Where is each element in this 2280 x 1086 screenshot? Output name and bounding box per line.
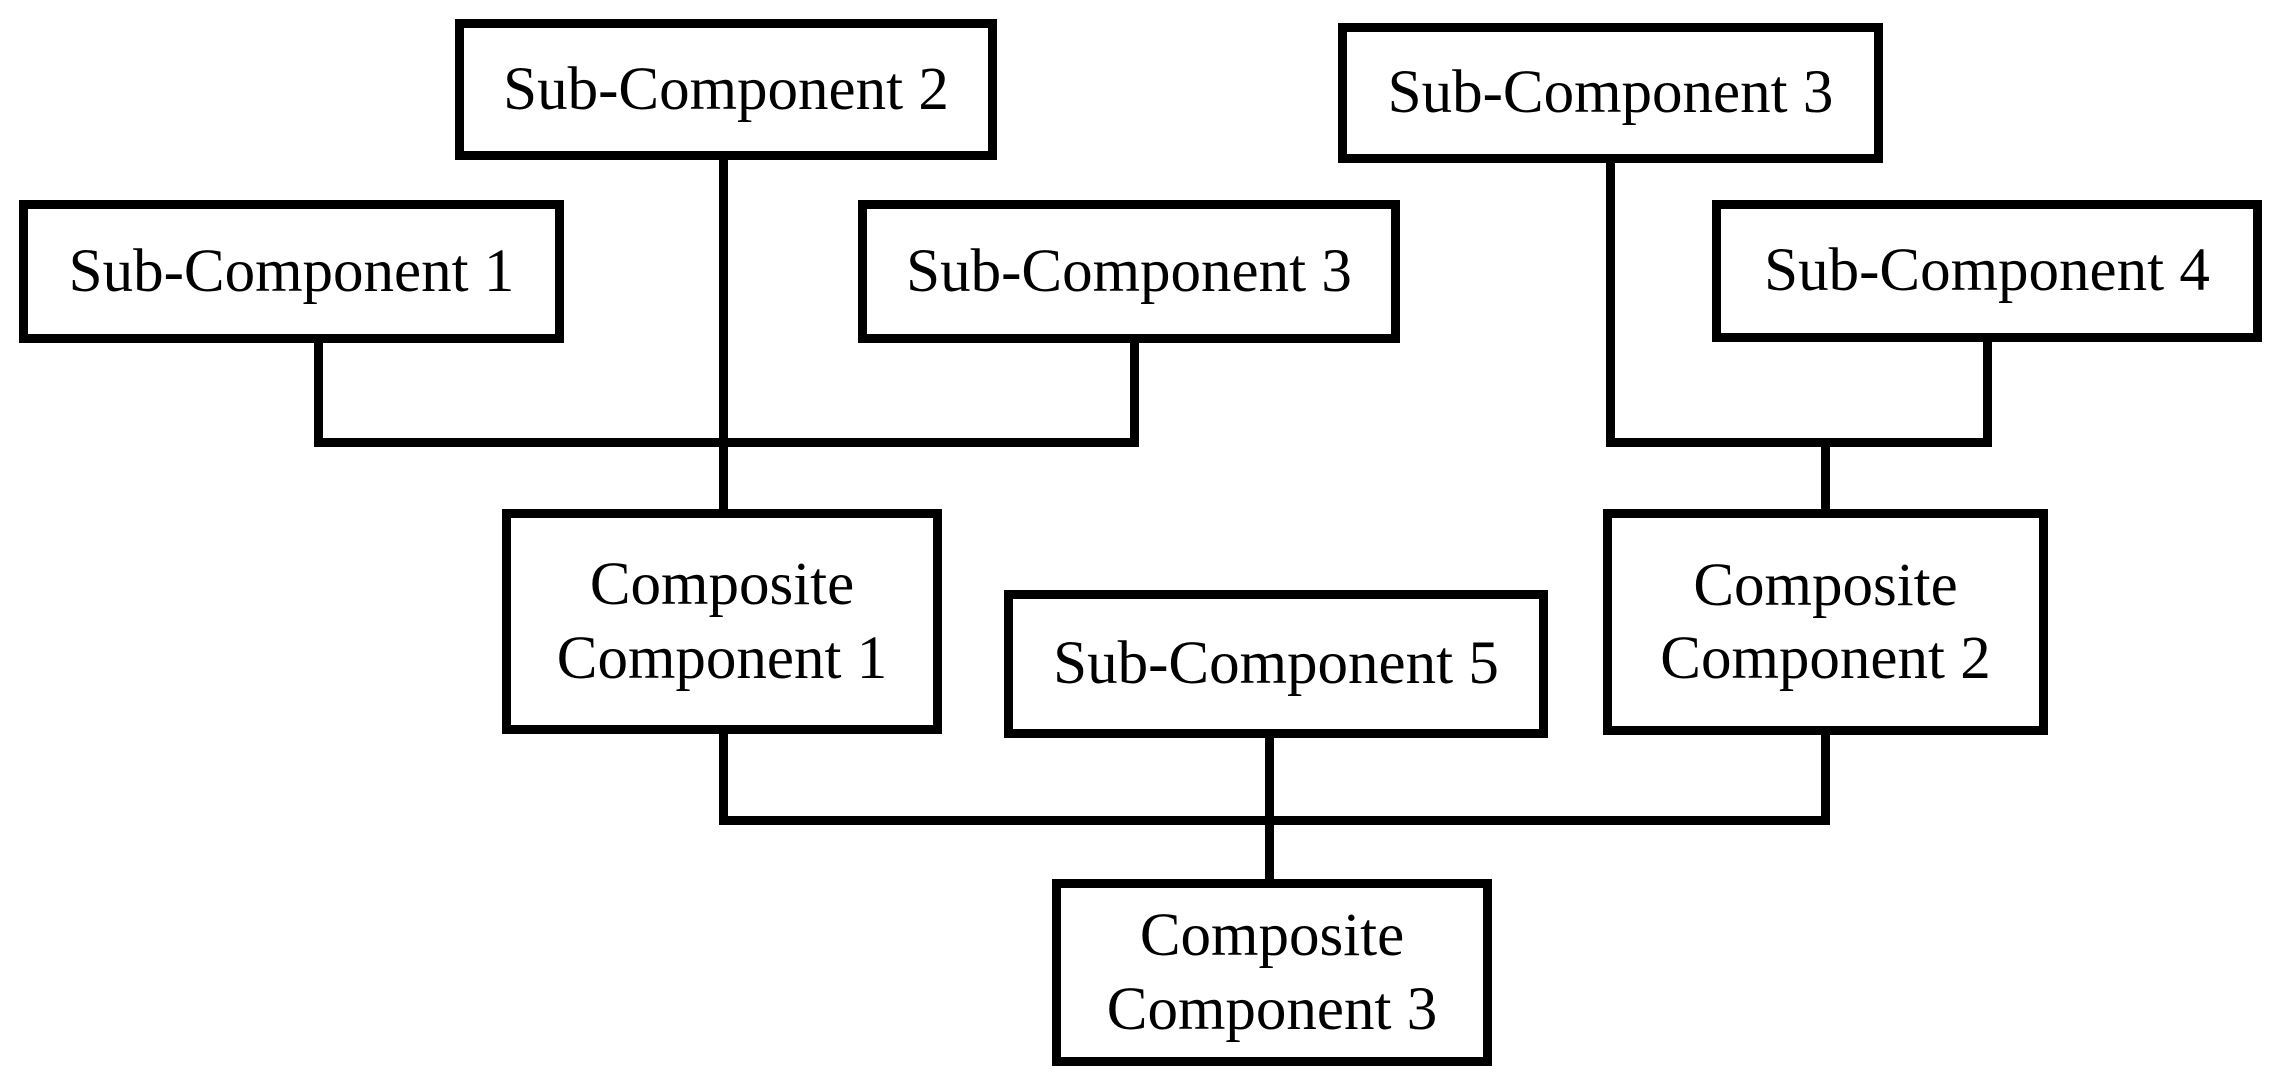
connector-left-bus-horizontal [314, 438, 1139, 447]
node-sub-component-4: Sub-Component 4 [1712, 200, 2262, 342]
node-label: Component 3 [1106, 975, 1438, 1043]
node-sub-component-1: Sub-Component 1 [19, 200, 564, 343]
connector-sub2-to-composite1-vertical [719, 158, 728, 509]
node-label: Composite [1139, 902, 1405, 970]
node-label: Sub-Component 3 [906, 237, 1352, 305]
node-sub-component-5: Sub-Component 5 [1004, 590, 1548, 738]
connector-bottom-bus-horizontal [719, 816, 1830, 825]
connector-sub3mid-drop-vertical [1130, 335, 1139, 447]
node-label: Sub-Component 2 [503, 55, 949, 123]
connector-sub4-drop-vertical [1983, 340, 1992, 447]
node-label: Sub-Component 1 [68, 237, 515, 305]
connector-sub3top-drop-vertical [1606, 161, 1615, 447]
node-label: Component 1 [556, 624, 888, 692]
node-label: Sub-Component 5 [1053, 630, 1499, 698]
connector-right-bus-horizontal [1606, 438, 1992, 447]
connector-sub1-drop-vertical [314, 335, 323, 447]
node-label: Sub-Component 4 [1764, 237, 2210, 305]
node-sub-component-3-top: Sub-Component 3 [1338, 23, 1883, 163]
node-label: Component 2 [1660, 625, 1991, 692]
connector-sub5-to-composite3-vertical [1265, 732, 1274, 879]
node-sub-component-3-mid: Sub-Component 3 [858, 200, 1400, 343]
connector-composite1-drop-vertical [719, 732, 728, 825]
node-label: Sub-Component 3 [1387, 59, 1834, 127]
connector-composite2-stub-vertical [1821, 438, 1830, 509]
node-label: Composite [1693, 551, 1958, 619]
connector-composite2-drop-vertical [1821, 733, 1830, 825]
node-label: Composite [589, 551, 855, 619]
node-sub-component-2-top: Sub-Component 2 [455, 19, 997, 160]
